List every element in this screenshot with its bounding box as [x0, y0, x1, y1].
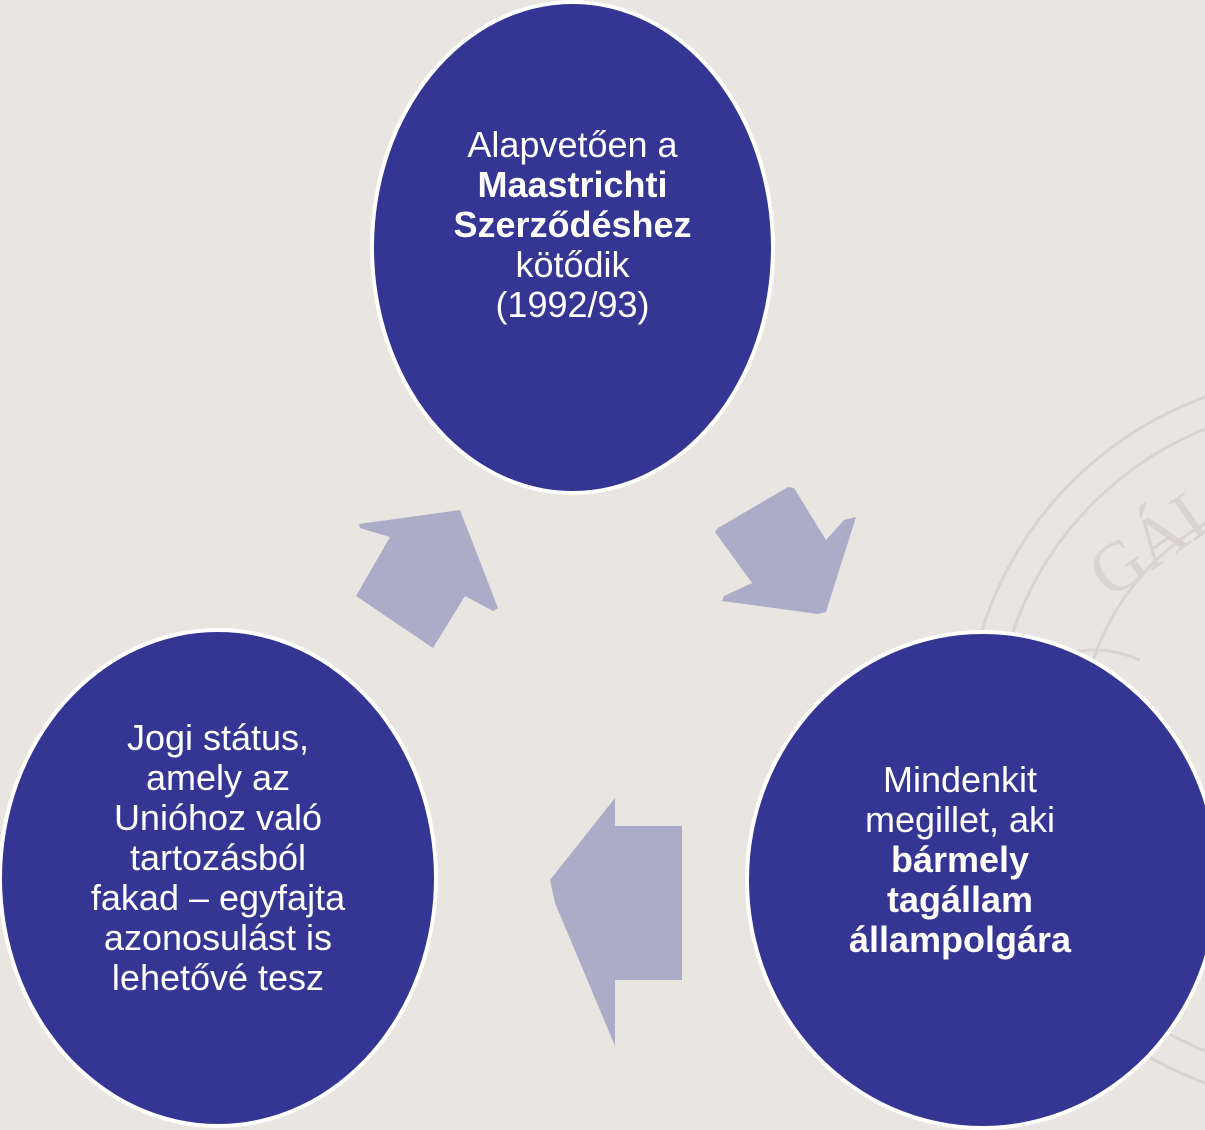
svg-text:GÁL: GÁL [1075, 468, 1205, 614]
arrow-top-to-right [715, 487, 856, 614]
node-text-line: azonosulást is [103, 917, 333, 958]
node-text-line: tagállam [886, 879, 1034, 920]
arrow-right-to-left [550, 798, 682, 1046]
node-text-line: Maastrichti [477, 164, 668, 205]
node-member-state-citizens-text: Mindenkit megillet, aki bármely tagállam… [805, 760, 1115, 960]
node-text-line: (1992/93) [495, 284, 650, 325]
node-text-line: Jogi státus, [126, 717, 310, 758]
node-text-line: bármely [890, 839, 1030, 880]
node-text-line: állampolgára [848, 919, 1072, 960]
node-legal-status: Jogi státus, amely az Unióhoz való tarto… [0, 628, 438, 1128]
node-text-line: lehetővé tesz [111, 957, 325, 998]
node-text-line: Alapvetően a [467, 124, 678, 165]
node-text-line: amely az [145, 757, 291, 798]
node-member-state-citizens: Mindenkit megillet, aki bármely tagállam… [745, 630, 1205, 1130]
node-text-line: Szerződéshez [453, 204, 692, 245]
node-text-line: tartozásból [129, 837, 307, 878]
node-text-line: Unióhoz való [113, 797, 323, 838]
node-text-line: fakad – egyfajta [90, 877, 346, 918]
node-text-line: Mindenkit [882, 759, 1038, 800]
node-legal-status-text: Jogi státus, amely az Unióhoz való tarto… [38, 718, 398, 998]
node-maastricht: Alapvetően a Maastrichti Szerződéshez kö… [370, 0, 775, 495]
node-text-line: megillet, aki [864, 799, 1056, 840]
node-maastricht-text: Alapvetően a Maastrichti Szerződéshez kö… [413, 125, 733, 325]
arrow-left-to-top [356, 510, 498, 648]
node-text-line: kötődik [515, 244, 630, 285]
